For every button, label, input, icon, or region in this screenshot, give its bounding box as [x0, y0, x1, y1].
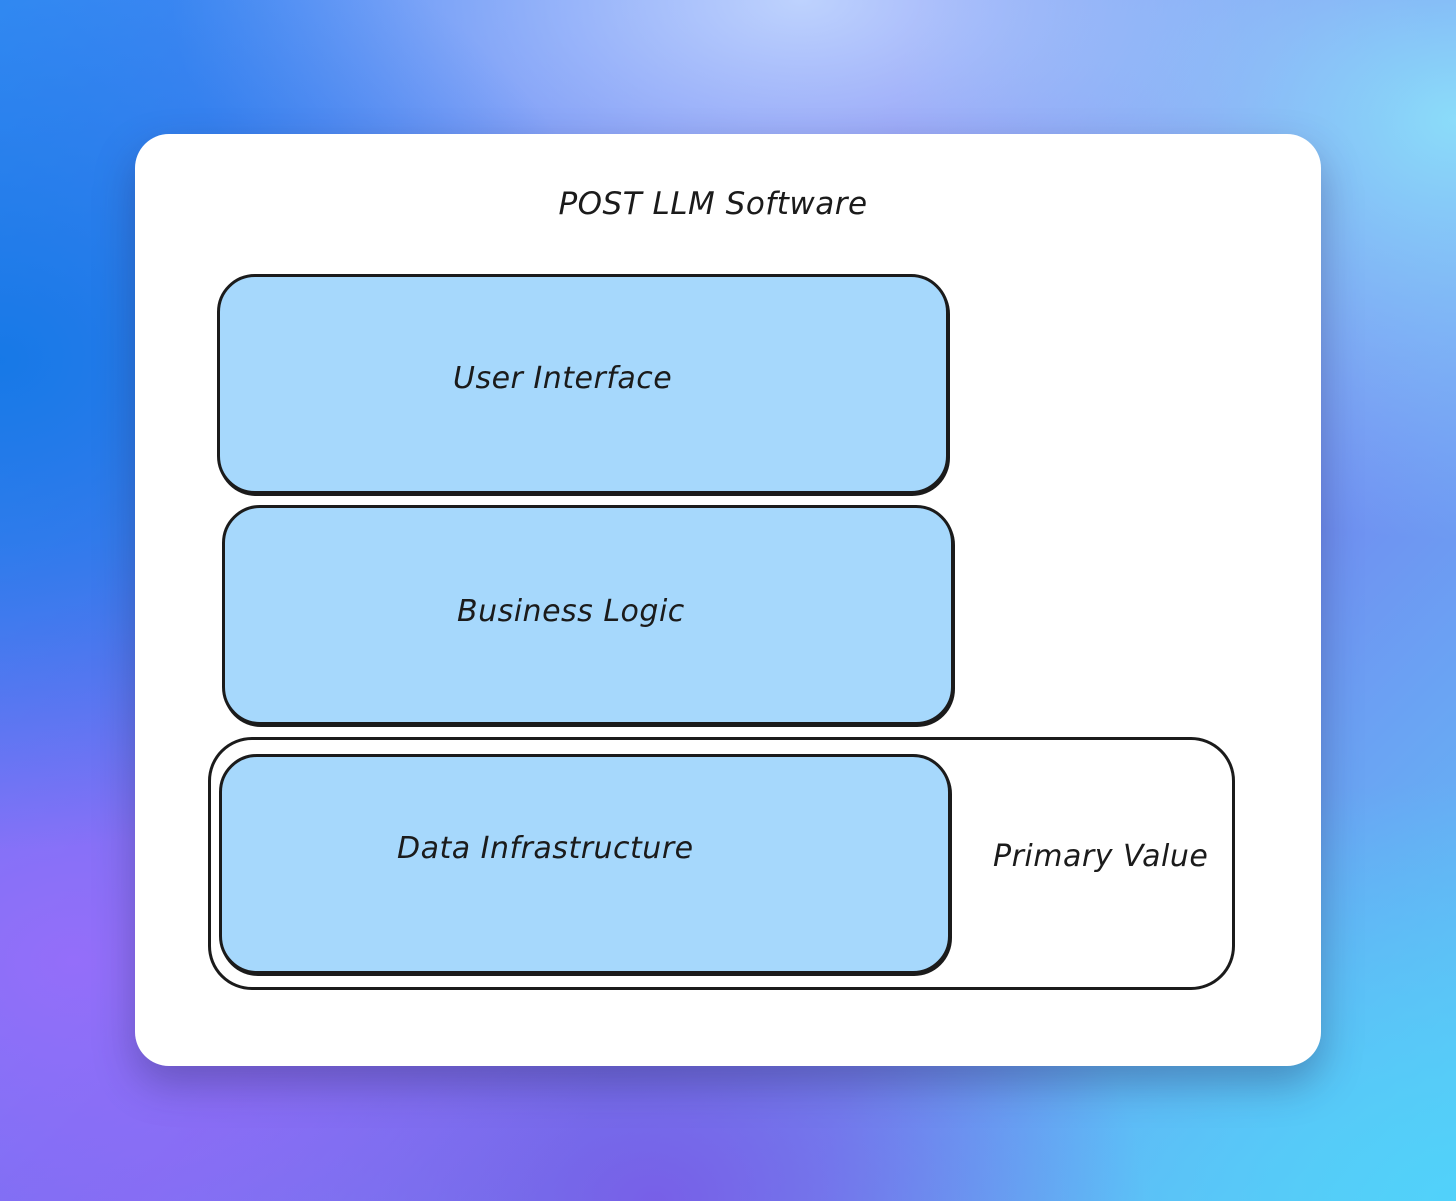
layer-label: Business Logic [457, 594, 685, 629]
layer-data-infrastructure: Data Infrastructure [219, 754, 951, 974]
primary-value-label: Primary Value [993, 839, 1209, 874]
primary-value-frame [208, 737, 1235, 990]
diagram-card: POST LLM Software User Interface Busines… [135, 134, 1321, 1066]
layer-label: User Interface [453, 361, 673, 396]
layer-business-logic: Business Logic [222, 505, 954, 725]
layer-user-interface: User Interface [217, 274, 949, 494]
layer-label: Data Infrastructure [397, 831, 694, 866]
diagram-title: POST LLM Software [558, 186, 868, 222]
